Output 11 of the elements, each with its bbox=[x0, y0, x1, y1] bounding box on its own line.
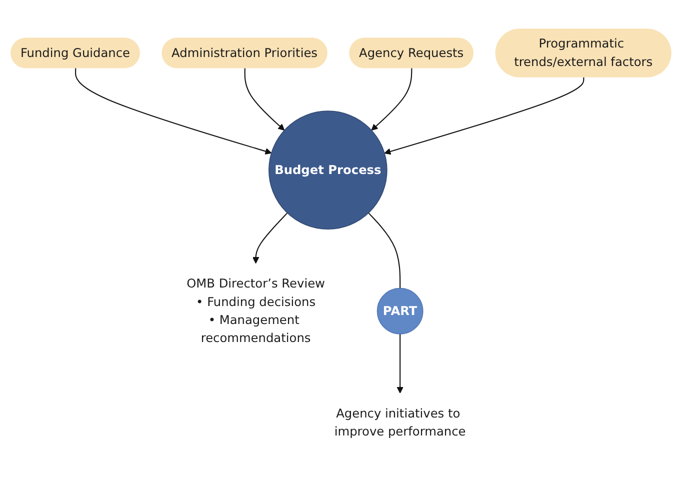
node-circle: PART bbox=[376, 288, 424, 335]
arrow bbox=[252, 212, 288, 264]
node-text: Agency initiatives to improve performance bbox=[334, 406, 466, 439]
arrow bbox=[75, 68, 272, 155]
connector bbox=[368, 212, 401, 289]
arrow bbox=[244, 68, 285, 131]
node-circle: Budget Process bbox=[268, 110, 388, 230]
arrow bbox=[371, 68, 412, 131]
arrow bbox=[384, 78, 584, 156]
arrow bbox=[396, 334, 404, 394]
node-text: OMB Director’s Review • Funding decisions • Management recommendations bbox=[186, 276, 325, 346]
